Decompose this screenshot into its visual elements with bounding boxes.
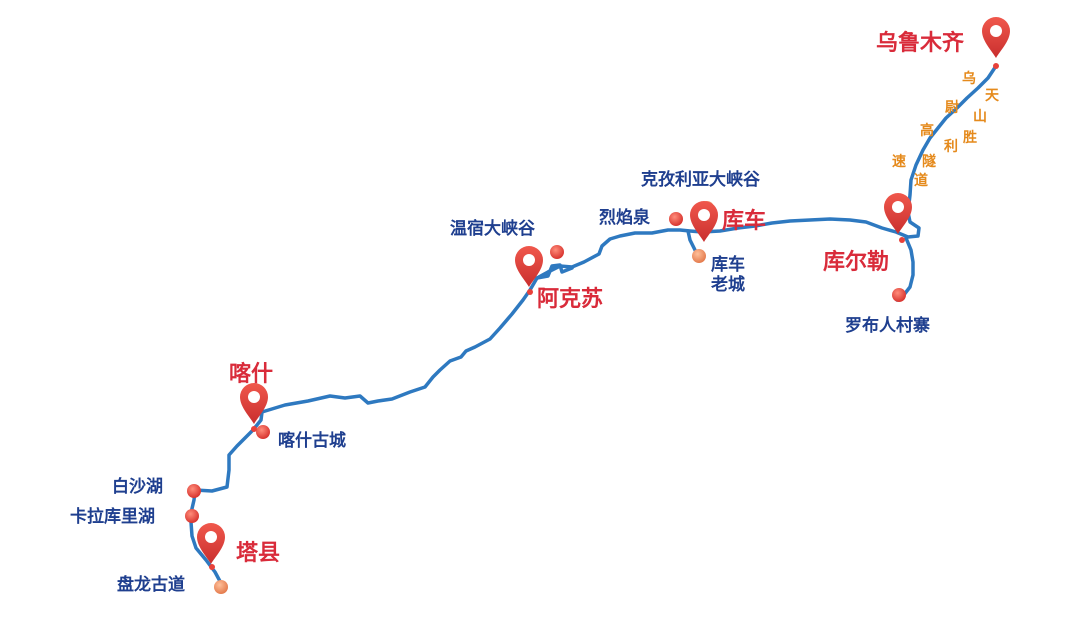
poi-label-panlong[interactable]: 盘龙古道 <box>117 575 185 595</box>
tunnel-char-7: 利 <box>944 139 958 155</box>
poi-label-kuqa-oldtown[interactable]: 库车 老城 <box>711 255 745 295</box>
poi-dot-wensu <box>550 245 564 259</box>
poi-dot-kuqa-oldtown <box>692 249 706 263</box>
city-label-urumqi[interactable]: 乌鲁木齐 <box>876 31 965 56</box>
tunnel-char-10: 道 <box>914 173 928 189</box>
poi-label-kizilia[interactable]: 克孜利亚大峡谷 <box>641 170 760 190</box>
anchor-dot-aksu <box>527 289 533 295</box>
map-pin-icon-aksu[interactable] <box>515 246 543 287</box>
poi-dot-lieyan <box>669 212 683 226</box>
poi-dot-luobu <box>892 288 906 302</box>
poi-dot-karakul <box>185 509 199 523</box>
city-label-aksu[interactable]: 阿克苏 <box>537 287 604 312</box>
anchor-dot-urumqi <box>993 63 999 69</box>
poi-label-karakul[interactable]: 卡拉库里湖 <box>70 507 155 527</box>
anchor-dot-kashgar <box>251 426 257 432</box>
poi-dot-panlong <box>214 580 228 594</box>
poi-dot-baisha <box>187 484 201 498</box>
poi-label-kuqa-oldtown-line2: 老城 <box>711 274 745 295</box>
poi-label-wensu[interactable]: 温宿大峡谷 <box>450 219 535 239</box>
poi-label-kuqa-oldtown-line1: 库车 <box>711 255 745 275</box>
tunnel-char-9: 隧 <box>922 154 936 170</box>
anchor-dot-taxian <box>209 564 215 570</box>
poi-label-luobu[interactable]: 罗布人村寨 <box>845 316 930 336</box>
map-pin-icon-kuqa[interactable] <box>690 201 718 242</box>
tunnel-char-6: 胜 <box>963 130 977 146</box>
tunnel-char-1: 乌 <box>962 71 976 87</box>
tunnel-char-2: 天 <box>985 88 999 104</box>
map-pin-icon-taxian[interactable] <box>197 523 225 564</box>
map-pin-icon-korla[interactable] <box>884 193 912 234</box>
map-pin-icon-kashgar[interactable] <box>240 383 268 424</box>
city-label-kuqa[interactable]: 库车 <box>722 209 767 234</box>
city-label-korla[interactable]: 库尔勒 <box>823 250 890 275</box>
tunnel-char-3: 尉 <box>945 100 959 116</box>
poi-label-baisha[interactable]: 白沙湖 <box>112 477 163 497</box>
map-pin-icon-urumqi[interactable] <box>982 17 1010 58</box>
tunnel-char-8: 速 <box>892 154 906 170</box>
poi-label-kashgar-oldcity[interactable]: 喀什古城 <box>278 431 346 451</box>
route-branch-wensu <box>535 263 574 280</box>
tunnel-char-4: 山 <box>973 109 987 125</box>
city-label-kashgar[interactable]: 喀什 <box>229 362 274 387</box>
poi-dot-kashgar-oldcity <box>256 425 270 439</box>
poi-label-lieyan[interactable]: 烈焰泉 <box>599 208 650 228</box>
anchor-dot-korla <box>899 237 905 243</box>
city-label-taxian[interactable]: 塔县 <box>236 541 281 566</box>
tunnel-char-5: 高 <box>920 123 934 139</box>
